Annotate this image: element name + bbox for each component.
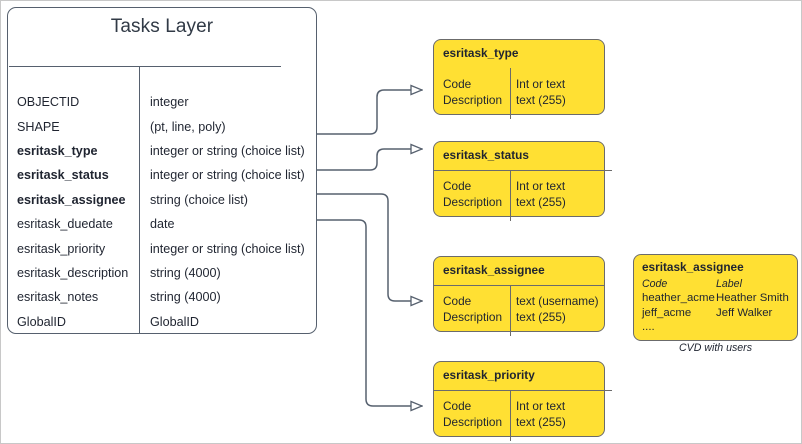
- domain-header-divider: [434, 170, 612, 171]
- field-name: esritask_description: [17, 265, 129, 280]
- domain-code-column: Code Description: [443, 399, 503, 430]
- value-label: Jeff Walker: [716, 306, 773, 319]
- field-name: OBJECTID: [17, 95, 80, 110]
- domain-title: esritask_priority: [443, 368, 535, 382]
- table-row[interactable]: esritask_notes string (4000): [8, 285, 316, 309]
- domain-column-divider: [510, 285, 511, 336]
- domain-code-column: Code Description: [443, 77, 503, 108]
- column-header-code: Code: [642, 278, 668, 290]
- column-header-label: Label: [716, 278, 742, 290]
- domain-title: esritask_type: [443, 46, 519, 60]
- domain-box-assignee-users[interactable]: esritask_assignee Code Label heather_acm…: [633, 254, 798, 341]
- list-item: heather_acme Heather Smith: [642, 291, 793, 306]
- domain-caption: CVD with users: [679, 342, 752, 354]
- field-list: OBJECTID integer SHAPE (pt, line, poly) …: [8, 90, 316, 334]
- field-type: integer or string (choice list): [150, 241, 305, 256]
- domain-code-column: Code Description: [443, 294, 503, 325]
- entity-header-divider: [9, 66, 281, 67]
- field-type: integer: [150, 95, 189, 110]
- domain-header-divider: [434, 390, 612, 391]
- field-type: date: [150, 217, 175, 232]
- table-row[interactable]: esritask_description string (4000): [8, 261, 316, 285]
- connector-status: [316, 149, 422, 171]
- domain-title: esritask_status: [443, 148, 529, 162]
- value-code: jeff_acme: [642, 306, 692, 319]
- list-item: jeff_acme Jeff Walker: [642, 306, 793, 321]
- domain-title: esritask_assignee: [443, 263, 545, 277]
- domain-type-column: text (username) text (255): [516, 294, 599, 325]
- table-row[interactable]: esritask_type integer or string (choice …: [8, 139, 316, 163]
- field-type: GlobalID: [150, 314, 199, 329]
- connector-type: [316, 90, 422, 135]
- domain-column-divider: [510, 68, 511, 119]
- domain-box-esritask-type[interactable]: esritask_type Code Description Int or te…: [433, 39, 605, 119]
- domain-type-column: Int or text text (255): [516, 399, 566, 430]
- domain-box-esritask-assignee[interactable]: esritask_assignee Code Description text …: [433, 256, 605, 336]
- domain-box-esritask-status[interactable]: esritask_status Code Description Int or …: [433, 141, 612, 221]
- page-title: Tasks Layer: [110, 16, 214, 37]
- domain-column-divider: [510, 170, 511, 221]
- domain-code-column: Code Description: [443, 179, 503, 210]
- table-row[interactable]: esritask_status integer or string (choic…: [8, 163, 316, 187]
- field-name: esritask_priority: [17, 241, 106, 256]
- table-row[interactable]: SHAPE (pt, line, poly): [8, 114, 316, 138]
- field-name: esritask_assignee: [17, 192, 126, 207]
- field-name: esritask_duedate: [17, 217, 113, 232]
- domain-type-column: Int or text text (255): [516, 179, 566, 210]
- entity-column-divider: [139, 66, 140, 334]
- table-row[interactable]: GlobalID GlobalID: [8, 310, 316, 334]
- domain-type-column: Int or text text (255): [516, 77, 566, 108]
- value-code: heather_acme: [642, 292, 715, 304]
- table-row[interactable]: esritask_priority integer or string (cho…: [8, 236, 316, 260]
- table-row[interactable]: esritask_assignee string (choice list): [8, 188, 316, 212]
- field-name: SHAPE: [17, 119, 60, 134]
- domain-value-list: Code Label heather_acme Heather Smith je…: [642, 277, 793, 335]
- field-type: integer or string (choice list): [150, 143, 305, 158]
- field-type: string (4000): [150, 290, 221, 305]
- domain-header-divider: [434, 285, 604, 286]
- field-name: esritask_notes: [17, 290, 99, 305]
- connector-priority: [316, 219, 422, 406]
- domain-title: esritask_assignee: [642, 260, 744, 274]
- table-row[interactable]: OBJECTID integer: [8, 90, 316, 114]
- field-name: esritask_type: [17, 143, 98, 158]
- field-name: GlobalID: [17, 314, 66, 329]
- field-type: integer or string (choice list): [150, 168, 305, 183]
- list-item: ....: [642, 320, 793, 335]
- field-type: string (choice list): [150, 192, 248, 207]
- field-type: (pt, line, poly): [150, 119, 226, 134]
- connector-assignee: [316, 193, 422, 301]
- table-row[interactable]: esritask_duedate date: [8, 212, 316, 236]
- field-name: esritask_status: [17, 168, 109, 183]
- field-type: string (4000): [150, 265, 221, 280]
- list-item: Code Label: [642, 277, 793, 291]
- tasks-layer-entity[interactable]: Tasks Layer OBJECTID integer SHAPE (pt, …: [7, 7, 317, 334]
- value-label: Heather Smith: [716, 292, 789, 304]
- domain-box-esritask-priority[interactable]: esritask_priority Code Description Int o…: [433, 361, 612, 441]
- value-code: ....: [642, 321, 655, 334]
- domain-column-divider: [510, 390, 511, 441]
